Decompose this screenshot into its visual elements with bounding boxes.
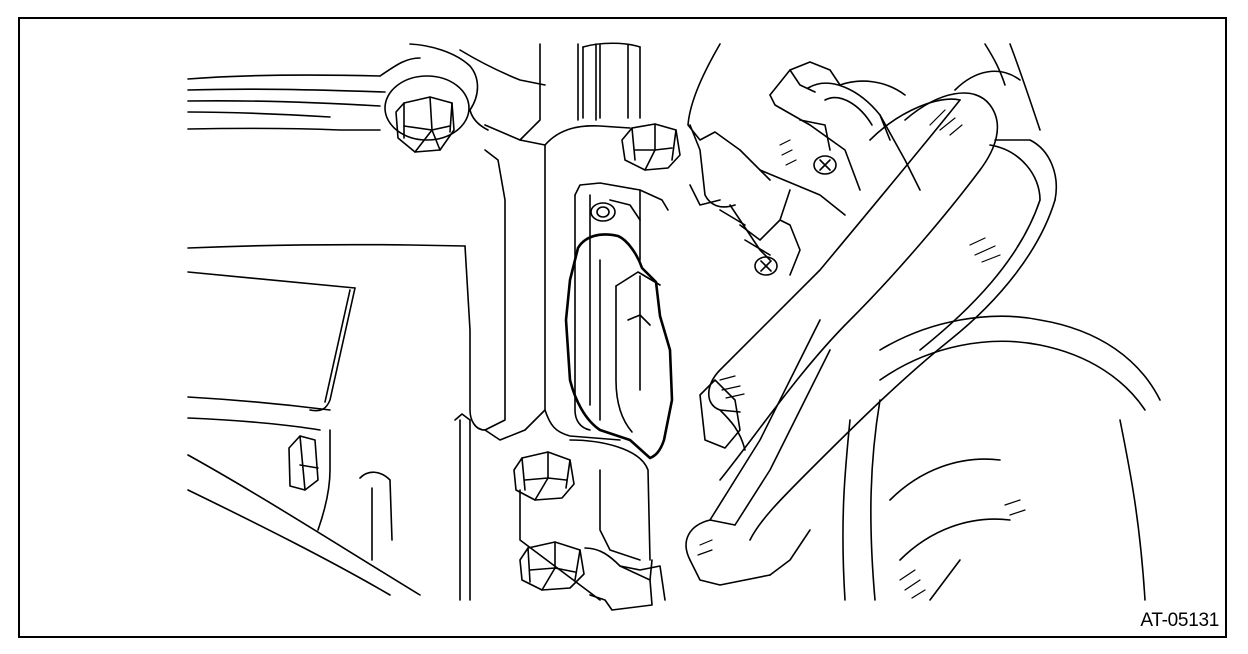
- sensor-recess: [575, 183, 668, 430]
- connector-cylinder: [808, 81, 920, 190]
- bolt-top-left: [385, 76, 469, 152]
- case-left-panel: [188, 245, 465, 595]
- valve-body-housing: [455, 44, 630, 600]
- bolt-lower-ground: [520, 542, 665, 610]
- bolt-upper-center: [622, 124, 680, 170]
- case-contour-top: [188, 44, 545, 130]
- case-right-edge: [985, 44, 1145, 600]
- inhibitor-switch-outline: [566, 235, 672, 459]
- bolt-middle: [514, 452, 574, 500]
- line-drawing: [20, 19, 1225, 636]
- hose-lower-right: [686, 316, 1160, 600]
- shading-hatches: [698, 110, 1025, 598]
- connector-harness: [688, 44, 860, 275]
- hose-right: [700, 71, 1056, 540]
- bolt-left-small: [289, 436, 318, 490]
- figure-code-label: AT-05131: [1140, 610, 1219, 631]
- figure-frame: AT-05131: [18, 17, 1227, 638]
- lower-bracket: [520, 440, 650, 600]
- pipe-column-top: [583, 43, 640, 118]
